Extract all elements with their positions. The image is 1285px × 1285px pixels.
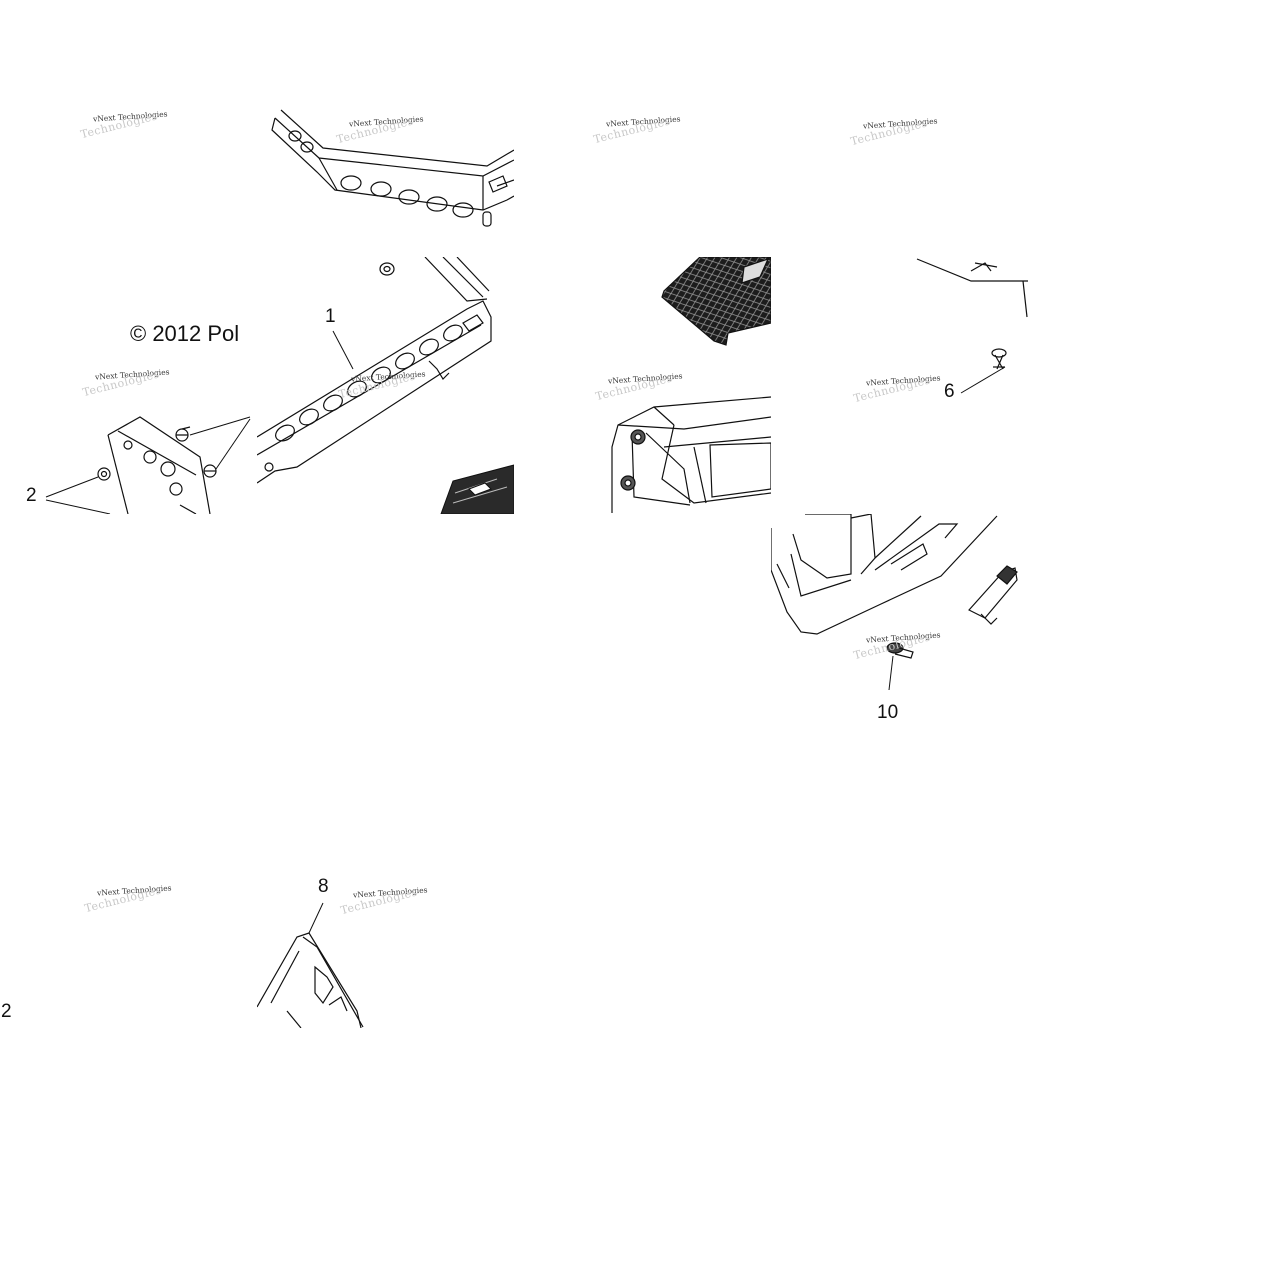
- copyright-text: © 2012 Pol: [130, 321, 240, 346]
- clip-drawing: [916, 258, 1028, 394]
- callout-10: 10: [877, 702, 899, 723]
- diagram-tile-clip: [771, 257, 1028, 514]
- callout-6: 6: [944, 381, 955, 402]
- frame-main-drawing: [257, 257, 514, 514]
- callout-8: 8: [318, 876, 329, 897]
- diagram-tile-frame-main: [257, 257, 514, 514]
- diagram-tile-bracket-left: [0, 257, 257, 514]
- callout-2-edge: 2: [1, 1001, 12, 1022]
- callout-1: 1: [325, 306, 336, 327]
- grille-drawing: [611, 257, 771, 513]
- frame-upper-drawing: [271, 109, 514, 227]
- panel-drawing: [257, 902, 364, 1028]
- bumper-drawing: [771, 514, 1018, 691]
- diagram-tile-grille: [514, 257, 771, 514]
- diagram-tile-bumper: [771, 514, 1028, 771]
- bracket-left-drawing: [45, 416, 251, 514]
- diagram-tile-frame-upper: [257, 0, 514, 257]
- callout-2: 2: [26, 485, 37, 506]
- diagram-tile-panel: [257, 771, 514, 1028]
